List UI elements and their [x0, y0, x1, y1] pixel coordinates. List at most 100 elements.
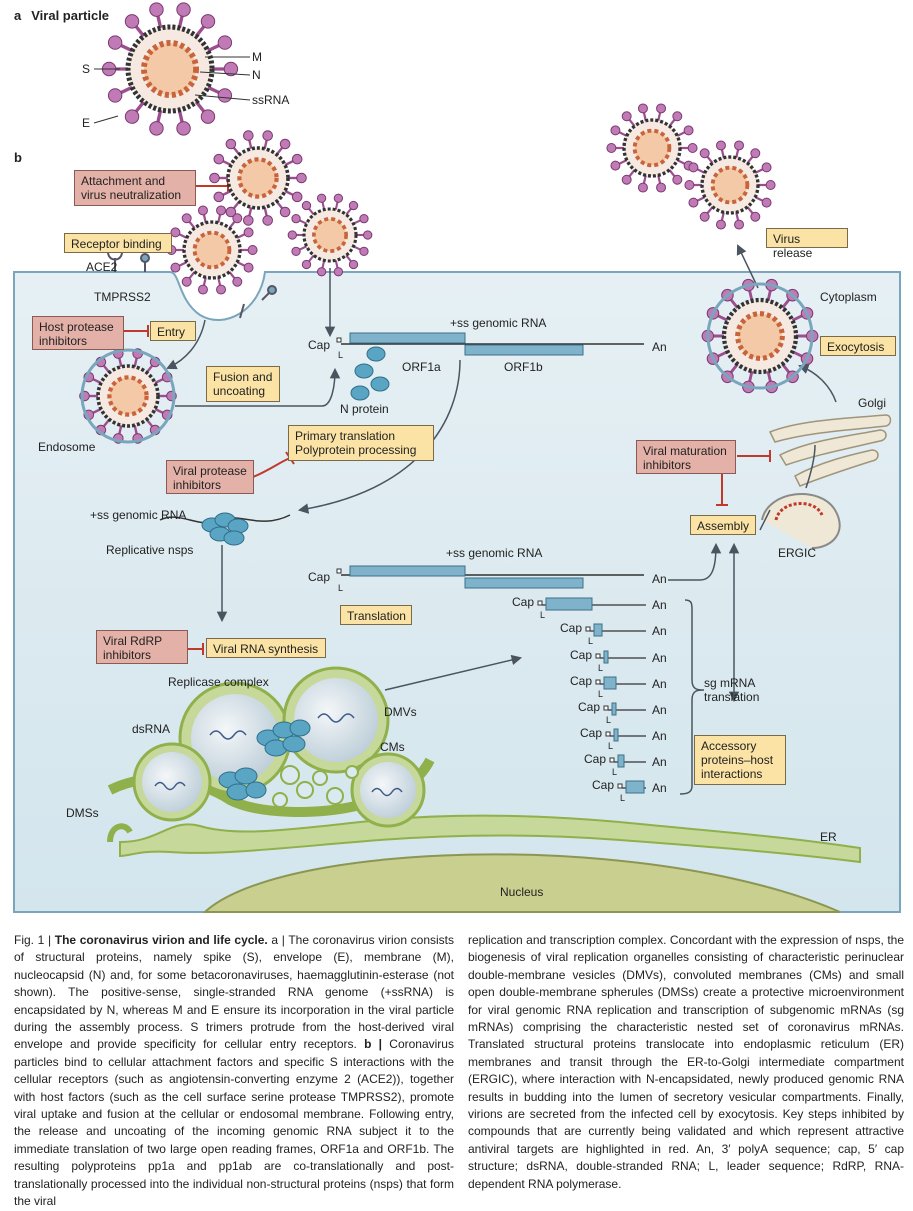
label-dmvs: DMVs [384, 705, 417, 719]
box-host-protease-inhibitors: Host protease inhibitors [32, 316, 124, 350]
ergic [761, 493, 841, 549]
label-cap-1: Cap [308, 338, 331, 352]
panel-a-leaders [93, 56, 251, 124]
virion-released-1 [606, 103, 698, 193]
caption-fig: Fig. 1 | [14, 933, 55, 947]
genomic-rna-1 [336, 332, 644, 401]
box-attachment: Attachment and virus neutralization [74, 170, 196, 206]
virion-released-2 [684, 140, 776, 230]
genomic-rna-2 [336, 565, 644, 589]
sg-an-label: An [652, 598, 667, 612]
label-s: S [82, 62, 91, 76]
sg-leader-label: L [598, 663, 604, 673]
box-primary-translation: Primary translation Polyprotein processi… [288, 425, 434, 461]
virion-entering [287, 193, 373, 277]
label-er: ER [820, 830, 837, 844]
label-endosome: Endosome [38, 440, 96, 454]
label-ssrna: ssRNA [252, 93, 290, 107]
label-orf1a: ORF1a [402, 360, 441, 374]
box-exocytosis: Exocytosis [820, 336, 896, 356]
label-m: M [252, 50, 262, 64]
sg-cap-label: Cap [570, 648, 593, 662]
sg-an-label: An [652, 624, 667, 638]
label-tmprss2: TMPRSS2 [94, 290, 151, 304]
sg-cap-label: Cap [584, 752, 607, 766]
box-viral-rna-synthesis: Viral RNA synthesis [206, 638, 326, 658]
box-virus-release: Virus release [766, 228, 848, 260]
label-genomic-rna-left: +ss genomic RNA [90, 508, 187, 522]
sg-an-label: An [652, 781, 667, 795]
sg-leader-label: L [598, 689, 604, 699]
diagram-art [13, 2, 901, 913]
pathway-arrows [166, 244, 837, 795]
sg-mrna-2 [585, 623, 646, 637]
sg-an-label: An [652, 703, 667, 717]
label-an-1: An [652, 340, 667, 354]
sg-cap-label: Cap [578, 700, 601, 714]
label-replicative-nsps: Replicative nsps [106, 543, 194, 557]
label-e: E [82, 116, 91, 130]
sg-mrna-8 [617, 780, 646, 794]
label-dmss: DMSs [66, 806, 99, 820]
virion-receptor [166, 205, 258, 295]
nucleus [202, 853, 841, 913]
label-replicase-complex: Replicase complex [168, 675, 269, 689]
sg-mrna-1 [537, 597, 646, 611]
label-golgi: Golgi [858, 396, 887, 410]
sg-cap-label: Cap [580, 726, 603, 740]
box-viral-maturation-inhibitors: Viral maturation inhibitors [636, 440, 736, 474]
box-translation: Translation [340, 605, 412, 625]
sg-cap-label: Cap [570, 674, 593, 688]
sg-cap-label: Cap [560, 621, 583, 635]
virion-panel-a [101, 2, 239, 136]
box-receptor-binding: Receptor binding [64, 233, 172, 253]
endosome-membrane [80, 348, 176, 444]
label-n-protein: N protein [340, 402, 389, 416]
sg-leader-label: L [612, 767, 618, 777]
sg-an-label: An [652, 755, 667, 769]
label-cytoplasm: Cytoplasm [820, 290, 877, 304]
label-dsrna: dsRNA [132, 722, 171, 736]
sg-leader-label: L [606, 715, 612, 725]
sg-an-label: An [652, 651, 667, 665]
label-orf1b: ORF1b [504, 360, 543, 374]
caption-part-a: a | The coronavirus virion consists of s… [14, 933, 455, 1052]
panel-a-letter: a [14, 8, 22, 23]
sg-an-label: An [652, 677, 667, 691]
sg-mrna-3 [595, 650, 646, 664]
receptors [107, 251, 277, 319]
orf1a-bar [349, 332, 466, 344]
label-genomic-rna-1: +ss genomic RNA [450, 316, 547, 330]
sg-an-label: An [652, 729, 667, 743]
box-viral-protease-inhibitors: Viral protease inhibitors [166, 460, 254, 494]
inhibitor-bars [123, 180, 771, 655]
golgi [768, 414, 892, 487]
sg-leader-label: L [588, 636, 594, 646]
label-an-2: An [652, 572, 667, 586]
label-l-1: L [338, 350, 344, 360]
label-ace2: ACE2 [86, 260, 118, 274]
label-n: N [252, 68, 261, 82]
caption-part-b: Coronavirus particles bind to cellular a… [14, 1037, 454, 1209]
box-fusion-uncoating: Fusion and uncoating [206, 366, 280, 402]
sg-leader-label: L [540, 610, 546, 620]
sg-mrna-6 [605, 728, 646, 742]
secretory-vesicle [706, 282, 814, 390]
label-sg-mrna-translation: sg mRNA translation [704, 676, 760, 704]
caption-part-b-label: b | [356, 1037, 390, 1052]
orf1b-bar [464, 344, 584, 356]
box-assembly: Assembly [690, 515, 756, 535]
virion-attachment [209, 130, 307, 226]
sg-leader-label: L [608, 741, 614, 751]
caption-right: replication and transcription complex. C… [468, 933, 904, 1191]
label-ergic: ERGIC [778, 546, 817, 560]
replication-organelles [107, 666, 435, 843]
sg-mrna-7 [609, 754, 646, 768]
box-entry: Entry [150, 321, 196, 341]
er [119, 814, 861, 864]
sg-mrna-5 [603, 702, 646, 716]
label-genomic-rna-2: +ss genomic RNA [446, 546, 543, 560]
panel-b-letter: b [14, 150, 22, 165]
